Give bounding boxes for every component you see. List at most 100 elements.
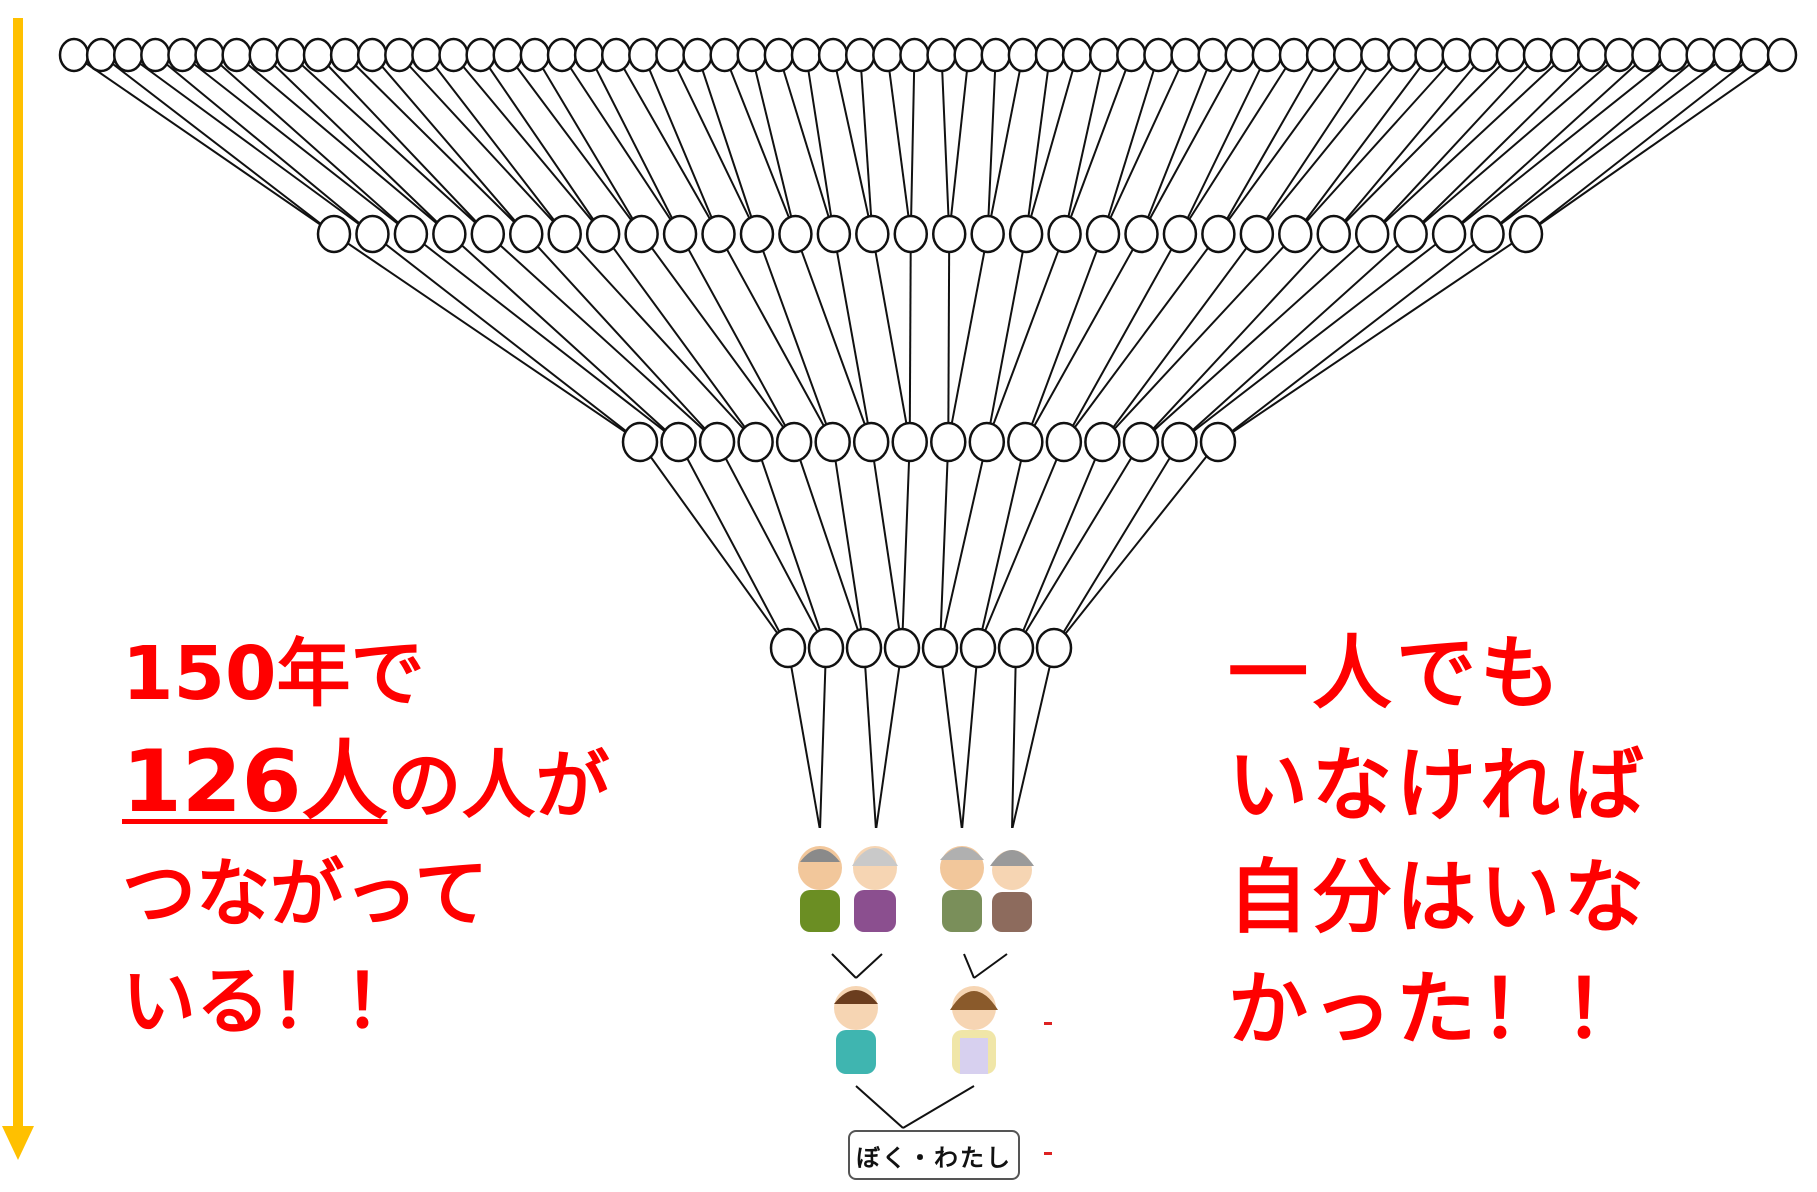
tree-link	[425, 54, 566, 235]
ancestor-node	[621, 421, 659, 463]
tree-link	[563, 233, 757, 443]
tree-link	[939, 441, 988, 649]
left-message-line-4: いる！！	[122, 959, 418, 1045]
tree-link	[986, 54, 1024, 235]
tree-link	[901, 441, 911, 649]
ancestor-node	[899, 37, 930, 73]
tree-link	[371, 54, 528, 235]
ancestor-node	[1387, 37, 1418, 73]
ancestor-node	[845, 627, 883, 669]
tree-link	[832, 233, 873, 443]
ancestor-node	[221, 37, 252, 73]
tree-link	[1371, 54, 1539, 235]
tree-link	[1015, 441, 1104, 649]
ancestor-node	[1035, 627, 1073, 669]
tree-link	[679, 233, 796, 443]
ancestor-node	[778, 214, 813, 254]
ancestor-node	[275, 37, 307, 73]
tree-link	[263, 54, 451, 235]
ancestor-node	[1332, 37, 1364, 73]
ancestor-node	[85, 37, 117, 73]
tree-link	[870, 441, 903, 649]
tree-link	[831, 441, 865, 649]
tree-link	[127, 54, 374, 235]
tree-link	[723, 54, 797, 235]
ancestor-node	[329, 37, 361, 73]
tree-link	[639, 441, 789, 649]
ancestor-node	[660, 421, 697, 463]
ancestor-node	[1143, 37, 1174, 73]
tree-link	[886, 54, 912, 235]
ancestor-node	[1278, 37, 1310, 73]
ancestor-node	[1441, 37, 1472, 73]
tree-link	[1178, 233, 1450, 443]
ancestor-node	[1522, 37, 1554, 73]
ancestor-node	[112, 37, 144, 73]
tree-link	[1101, 233, 1258, 443]
ancestor-node	[1034, 37, 1066, 73]
ancestor-node	[701, 214, 736, 254]
tree-link	[977, 441, 1065, 649]
left-message-line-1: 150年で	[122, 631, 425, 717]
ancestor-node	[1162, 214, 1198, 254]
ancestor-node	[1604, 37, 1635, 73]
ancestor-node	[1766, 37, 1798, 73]
ancestor-node	[465, 37, 496, 73]
right-message-line-3: 自分はいな	[1228, 851, 1648, 944]
ancestor-count: 126人	[122, 732, 388, 832]
right-message: 一人でも いなければ 自分はいな かった！！	[1228, 618, 1648, 1066]
tree-link	[756, 233, 834, 443]
tree-link	[909, 54, 916, 235]
tree-link	[1024, 233, 1143, 443]
ancestor-node	[709, 37, 740, 73]
ancestor-node	[1549, 37, 1581, 73]
tree-link	[1332, 54, 1485, 235]
tree-link	[1409, 54, 1620, 235]
tree-link	[1140, 233, 1373, 443]
tree-link	[1409, 54, 1593, 235]
tree-link	[525, 233, 718, 443]
ancestor-node	[931, 214, 967, 254]
tree-link	[1101, 233, 1297, 443]
tree-link	[947, 233, 951, 443]
tree-link	[615, 54, 720, 235]
tree-link	[939, 441, 950, 649]
ancestor-node	[58, 37, 90, 73]
tree-link	[805, 54, 835, 235]
ancestor-node	[1468, 37, 1500, 73]
ancestor-node	[817, 37, 849, 73]
tree-link	[1217, 54, 1350, 235]
left-message-line-3: つながって	[122, 851, 489, 937]
ancestor-node	[1201, 214, 1236, 254]
ancestor-node	[1197, 37, 1228, 73]
tree-link	[398, 54, 566, 235]
ancestor-node	[573, 37, 605, 73]
tree-link	[1179, 54, 1295, 235]
ancestor-node	[1088, 37, 1120, 73]
tree-link	[1102, 54, 1160, 235]
tree-link	[819, 647, 827, 831]
tree-link	[1178, 233, 1412, 443]
ancestor-node	[585, 214, 621, 254]
ancestor-node	[698, 421, 736, 463]
tree-link	[1217, 233, 1489, 443]
right-message-line-1: 一人でも	[1228, 627, 1564, 720]
ancestor-node	[356, 37, 388, 73]
left-message: 150年で 126人の人が つながって いる！！	[122, 620, 610, 1056]
mother-figure	[950, 986, 998, 1074]
tree-link	[344, 54, 527, 235]
ancestor-node	[1007, 37, 1039, 73]
tree-link	[948, 54, 970, 235]
tree-link	[1448, 54, 1648, 235]
ancestor-node	[411, 37, 442, 73]
tree-link	[602, 233, 757, 443]
tree-link	[716, 441, 827, 649]
ancestor-node	[1431, 214, 1467, 254]
ancestor-node	[492, 37, 524, 73]
ancestor-node	[1085, 214, 1121, 254]
ancestor-node	[1084, 421, 1121, 463]
ancestor-node	[140, 37, 171, 73]
tree-link	[181, 54, 412, 235]
ancestor-node	[926, 37, 957, 73]
tree-link	[534, 54, 643, 235]
